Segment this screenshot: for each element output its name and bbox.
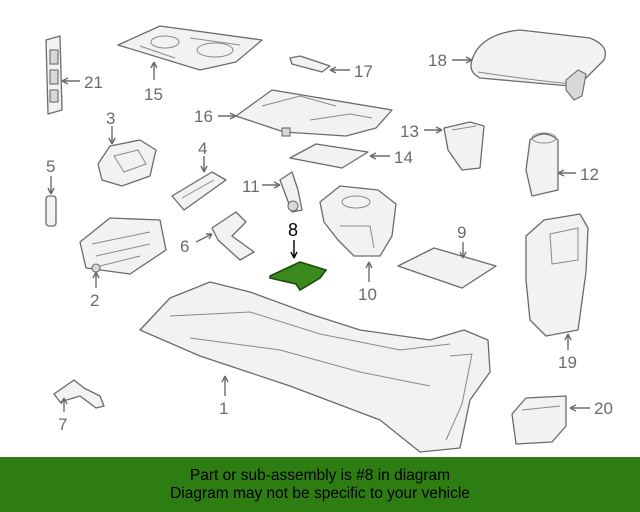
callout-13[interactable]: 13 xyxy=(400,122,419,141)
part-14-mat[interactable] xyxy=(289,143,369,169)
part-10-cupholder-housing[interactable] xyxy=(319,185,397,257)
part-13-bracket[interactable] xyxy=(443,121,485,171)
leader-4 xyxy=(200,156,208,173)
part-1-console-body[interactable] xyxy=(139,281,491,453)
leader-5 xyxy=(47,176,55,195)
leader-17 xyxy=(329,66,350,74)
callout-16[interactable]: 16 xyxy=(194,107,213,126)
leader-1 xyxy=(221,375,229,396)
callout-8[interactable]: 8 xyxy=(288,220,298,240)
part-19-side-panel[interactable] xyxy=(525,213,589,337)
part-16-storage-tray[interactable] xyxy=(235,89,393,137)
callout-11[interactable]: 11 xyxy=(242,177,260,196)
callout-5[interactable]: 5 xyxy=(46,157,55,176)
part-20-ashtray[interactable] xyxy=(511,395,567,445)
part-6-bracket[interactable] xyxy=(211,211,255,261)
leader-21 xyxy=(61,77,80,85)
part-9-plate[interactable] xyxy=(397,247,497,289)
callout-14[interactable]: 14 xyxy=(394,148,413,167)
leader-15 xyxy=(150,61,158,80)
leader-19 xyxy=(564,333,572,350)
callout-15[interactable]: 15 xyxy=(144,85,163,104)
banner-line-disclaimer: Diagram may not be specific to your vehi… xyxy=(170,484,470,502)
callout-3[interactable]: 3 xyxy=(106,109,115,128)
part-11-latch[interactable] xyxy=(279,171,303,213)
leader-9 xyxy=(459,242,467,259)
leader-16 xyxy=(218,112,237,120)
callout-12[interactable]: 12 xyxy=(580,165,599,184)
leader-3 xyxy=(108,126,116,145)
part-7-clip[interactable] xyxy=(53,379,105,409)
callout-4[interactable]: 4 xyxy=(198,139,207,158)
leader-2 xyxy=(92,271,100,288)
banner-line-part-number: Part or sub-assembly is #8 in diagram xyxy=(189,466,451,484)
leader-20 xyxy=(569,404,590,412)
leader-18 xyxy=(452,56,473,64)
callout-17[interactable]: 17 xyxy=(354,62,373,81)
callout-21[interactable]: 21 xyxy=(84,73,103,92)
part-2-shifter-assembly[interactable] xyxy=(79,217,167,275)
part-15-cupholder-bezel[interactable] xyxy=(117,25,263,71)
callout-20[interactable]: 20 xyxy=(594,399,613,418)
callout-1[interactable]: 1 xyxy=(219,399,228,418)
part-12-cupholder-insert[interactable] xyxy=(525,132,559,197)
part-3-shifter-bezel[interactable] xyxy=(97,139,157,187)
leader-10 xyxy=(365,261,373,282)
callout-10[interactable]: 10 xyxy=(358,285,377,304)
leader-7 xyxy=(60,397,68,412)
callout-6[interactable]: 6 xyxy=(180,237,189,256)
callout-18[interactable]: 18 xyxy=(428,51,447,70)
part-5-plug[interactable] xyxy=(45,195,57,227)
part-21-switch-panel[interactable] xyxy=(45,35,63,115)
part-18-armrest-lid[interactable] xyxy=(470,29,607,101)
leader-13 xyxy=(424,126,443,134)
info-banner: Part or sub-assembly is #8 in diagram Di… xyxy=(0,457,640,512)
leader-12 xyxy=(557,169,576,177)
part-17-clip[interactable] xyxy=(289,55,331,73)
leader-8 xyxy=(290,240,298,259)
leader-14 xyxy=(369,152,390,160)
callout-9[interactable]: 9 xyxy=(457,223,466,242)
leader-11 xyxy=(262,181,281,189)
callout-2[interactable]: 2 xyxy=(90,291,99,310)
part-8-highlighted[interactable] xyxy=(269,261,328,292)
leader-6 xyxy=(195,233,213,243)
callout-7[interactable]: 7 xyxy=(58,415,67,434)
callout-19[interactable]: 19 xyxy=(558,353,577,372)
part-4-panel[interactable] xyxy=(171,171,227,211)
